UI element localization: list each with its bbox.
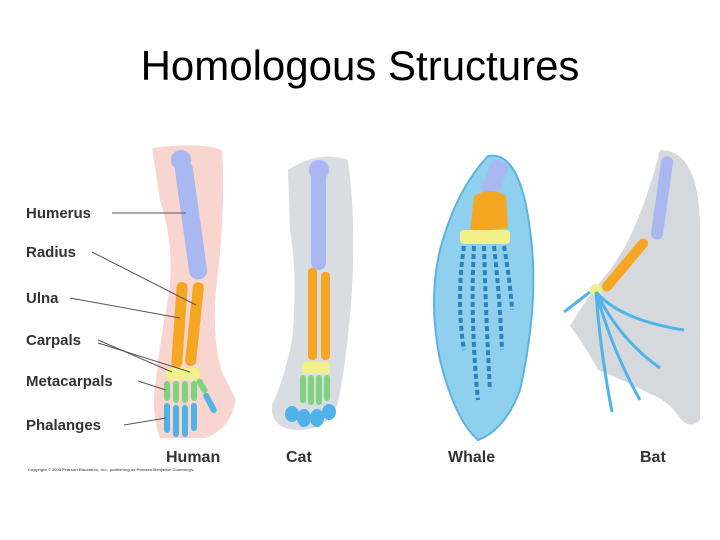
homologous-limbs-figure: Humerus Radius Ulna Carpals Metacarpals …: [0, 128, 720, 480]
bat-wing-membrane: [570, 150, 700, 425]
label-radius: Radius: [26, 244, 76, 261]
label-phalanges: Phalanges: [26, 417, 101, 434]
whale-radius-ulna: [470, 191, 508, 232]
caption-bat: Bat: [640, 449, 666, 466]
human-humerus-head: [171, 150, 191, 170]
cat-carpals: [302, 362, 330, 374]
cat-leg: [272, 157, 353, 430]
slide-title: Homologous Structures: [0, 42, 720, 90]
caption-cat: Cat: [286, 449, 312, 466]
label-carpals: Carpals: [26, 332, 81, 349]
human-arm: [152, 145, 236, 438]
caption-human: Human: [166, 449, 220, 466]
cat-ulna: [308, 268, 317, 360]
bat-wing: [564, 150, 700, 425]
cat-humerus: [311, 170, 326, 270]
label-ulna: Ulna: [26, 290, 59, 307]
copyright-note: Copyright © 2008 Pearson Education, Inc.…: [28, 467, 194, 472]
label-humerus: Humerus: [26, 205, 91, 222]
whale-flipper: [434, 156, 533, 440]
cat-radius: [321, 272, 330, 360]
label-metacarpals: Metacarpals: [26, 373, 113, 390]
caption-whale: Whale: [448, 449, 495, 466]
whale-carpals: [460, 230, 510, 244]
